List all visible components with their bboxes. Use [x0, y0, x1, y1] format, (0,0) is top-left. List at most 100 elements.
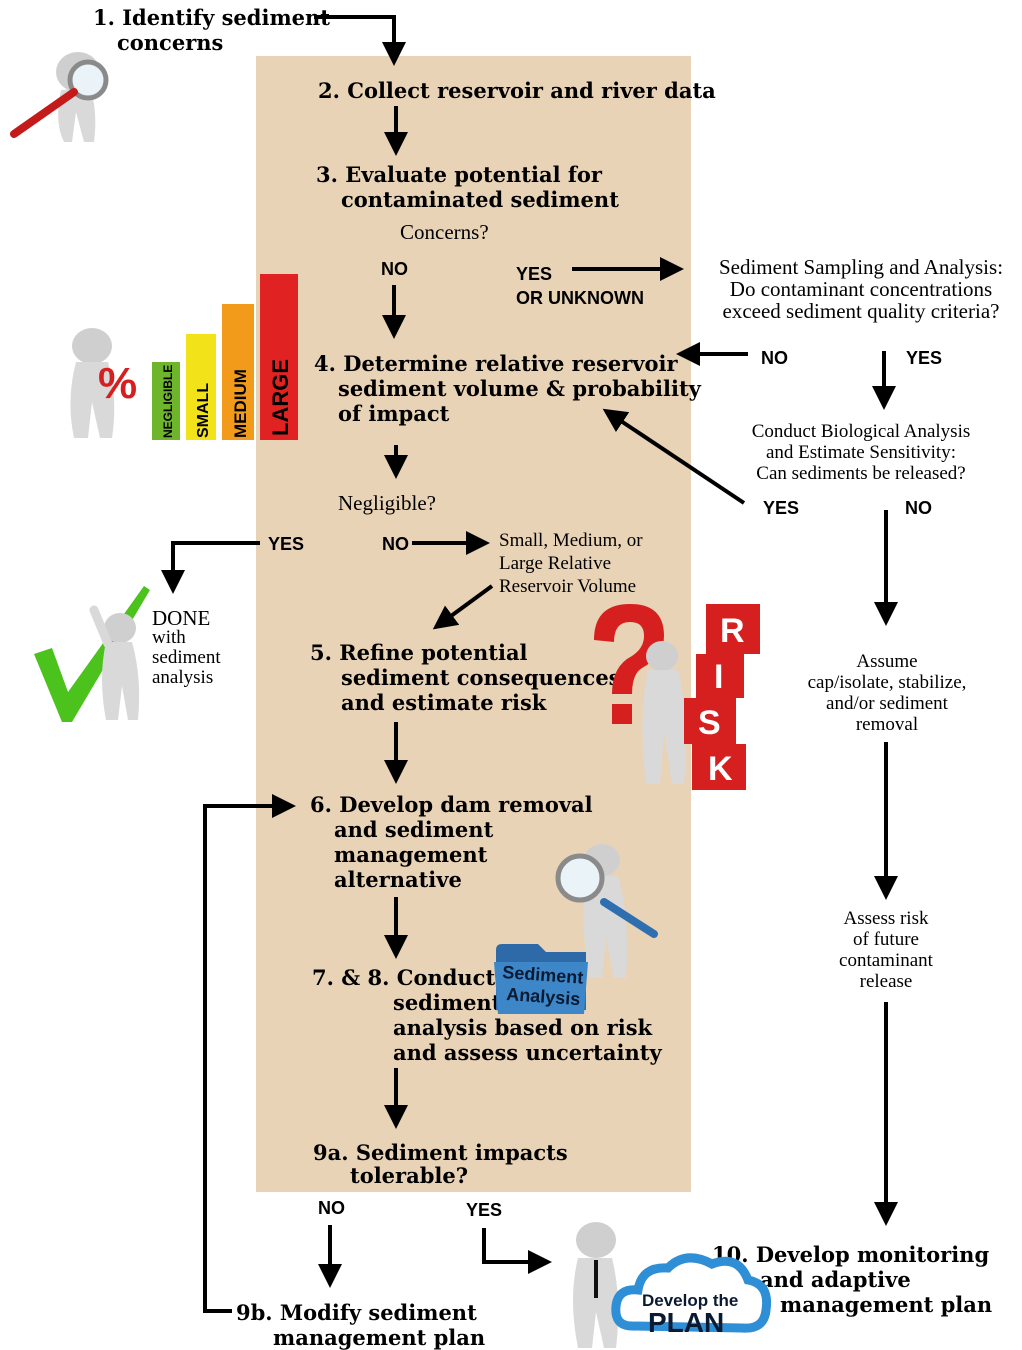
assume-cap-isolate: Assume cap/isolate, stabilize, and/or se…	[776, 651, 998, 735]
bio-line-3: Can sediments be released?	[756, 463, 966, 484]
biological-analysis-question: Conduct Biological Analysis and Estimate…	[722, 421, 1000, 484]
step-9b-line-2: management plan	[273, 1325, 486, 1350]
yes-label: YES	[516, 264, 553, 284]
done-line-3: sediment	[152, 647, 221, 668]
step-4-line-2: sediment volume & probability	[338, 376, 701, 401]
decision-yes-sampling: YES	[906, 348, 943, 368]
assess-line-3: contaminant	[839, 950, 933, 971]
assess-line-1: Assess risk	[843, 908, 929, 929]
decision-no-sampling: NO	[761, 348, 788, 368]
done-line-1: DONE	[152, 606, 211, 630]
bar-label-medium: MEDIUM	[231, 369, 250, 438]
done-line-4: analysis	[152, 667, 214, 688]
bio-line-1: Conduct Biological Analysis	[751, 421, 971, 442]
risk-letter-s: S	[698, 704, 721, 742]
step-78-line-4: and assess uncertainty	[393, 1040, 662, 1065]
done-with-analysis: DONE with sediment analysis	[152, 608, 221, 688]
arrow-volume-to-5	[432, 584, 494, 630]
risk-letter-r: R	[720, 612, 745, 650]
arrow-9b-loop-to-6	[203, 794, 296, 1313]
step-9a-line-2: tolerable?	[350, 1163, 469, 1188]
step-5-line-2: sediment consequences	[341, 665, 621, 690]
arrow-9a-yes-to-10	[482, 1228, 552, 1274]
done-line-2: with	[152, 627, 186, 648]
relative-volume-note: Small, Medium, or Large Relative Reservo…	[499, 529, 643, 598]
decision-no-concerns: NO	[381, 259, 408, 279]
step-5-refine: 5. Refine potential sediment consequence…	[310, 640, 621, 715]
sediment-analysis-folder-icon: Sediment Analysis	[494, 844, 658, 1014]
bar-label-negligible: NEGLIGIBLE	[161, 365, 175, 438]
relative-volume-bars-icon: % NEGLIGIBLE SMALL MEDIUM LARGE	[70, 274, 298, 440]
step-9b-line-1: 9b. Modify sediment	[236, 1300, 477, 1325]
step-9a-tolerable: 9a. Sediment impacts tolerable?	[313, 1141, 568, 1187]
sampling-line-3: exceed sediment quality criteria?	[722, 299, 1000, 323]
step-3-line-2: contaminated sediment	[341, 187, 619, 212]
risk-letter-k: K	[708, 750, 733, 788]
assume-line-2: cap/isolate, stabilize,	[807, 672, 967, 693]
decision-no-negligible: NO	[382, 534, 409, 554]
volume-line-2: Large Relative	[499, 553, 612, 574]
volume-line-3: Reservoir Volume	[499, 576, 637, 597]
percent-sign: %	[98, 359, 137, 408]
sampling-line-1: Sediment Sampling and Analysis:	[718, 255, 1004, 279]
step-10-line-1: 10. Develop monitoring	[712, 1242, 990, 1267]
volume-line-1: Small, Medium, or	[499, 530, 643, 551]
risk-question-icon: R I S K	[594, 604, 760, 790]
arrow-negligible-yes-to-done	[161, 541, 260, 594]
step-2-line-1: 2. Collect reservoir and river data	[318, 78, 716, 103]
step-4-determine: 4. Determine relative reservoir sediment…	[314, 351, 701, 426]
step-5-line-1: 5. Refine potential	[310, 640, 528, 665]
assess-line-2: of future	[853, 929, 919, 950]
step-10-monitoring: 10. Develop monitoring and adaptive mana…	[712, 1242, 992, 1317]
step-78-line-3: analysis based on risk	[393, 1015, 653, 1040]
question-concerns: Concerns?	[400, 220, 489, 244]
step-1-line-2: concerns	[117, 30, 224, 55]
step-4-line-1: 4. Determine relative reservoir	[314, 351, 678, 376]
assume-line-4: removal	[855, 714, 919, 735]
step-6-line-3: management	[334, 842, 488, 867]
assess-risk-contaminant: Assess risk of future contaminant releas…	[796, 908, 976, 992]
bar-label-small: SMALL	[195, 383, 212, 438]
step-1-line-1: 1. Identify sediment	[93, 5, 330, 30]
step-9a-line-1: 9a. Sediment impacts	[313, 1140, 568, 1165]
step-9b-modify: 9b. Modify sediment management plan	[236, 1300, 485, 1350]
decision-yes-negligible: YES	[268, 534, 305, 554]
cloud-label-plan: PLAN	[648, 1307, 724, 1338]
or-unknown-label: OR UNKNOWN	[516, 288, 644, 308]
step-6-develop-alternative: 6. Develop dam removal and sediment mana…	[310, 792, 593, 892]
step-6-line-1: 6. Develop dam removal	[310, 792, 593, 817]
arrow-bio-yes-to-4	[602, 408, 746, 505]
bar-label-large: LARGE	[268, 359, 293, 436]
question-negligible: Negligible?	[338, 491, 436, 515]
decision-yes-tolerable: YES	[466, 1200, 503, 1220]
step-1-identify: 1. Identify sediment concerns	[93, 5, 330, 55]
assume-line-3: and/or sediment	[826, 693, 948, 714]
step-5-line-3: and estimate risk	[341, 690, 547, 715]
sediment-sampling-question: Sediment Sampling and Analysis: Do conta…	[700, 256, 1022, 322]
bio-line-2: and Estimate Sensitivity:	[766, 442, 956, 463]
step-2-collect: 2. Collect reservoir and river data	[318, 78, 716, 103]
step-6-line-2: and sediment	[334, 817, 494, 842]
magnifier-person-icon	[10, 52, 109, 142]
assess-line-4: release	[859, 971, 913, 992]
decision-no-tolerable: NO	[318, 1198, 345, 1218]
step-78-line-1: 7. & 8. Conduct	[312, 965, 496, 990]
checkmark-done-icon	[34, 586, 150, 722]
step-10-line-3: management plan	[780, 1292, 993, 1317]
step-78-line-2: sediment	[393, 990, 502, 1015]
decision-yes-or-unknown: YES OR UNKNOWN	[516, 261, 644, 308]
arrow-1-to-2	[314, 15, 406, 66]
step-3-evaluate: 3. Evaluate potential for contaminated s…	[316, 162, 619, 212]
assume-line-1: Assume	[856, 651, 918, 672]
step-4-line-3: of impact	[338, 401, 450, 426]
develop-plan-cloud-icon: Develop the PLAN	[573, 1222, 772, 1348]
decision-no-bio: NO	[905, 498, 932, 518]
step-10-line-2: and adaptive	[760, 1267, 911, 1292]
decision-yes-bio: YES	[763, 498, 800, 518]
step-6-line-4: alternative	[334, 867, 462, 892]
sampling-line-2: Do contaminant concentrations	[729, 277, 993, 301]
risk-letter-i: I	[714, 658, 723, 696]
step-3-line-1: 3. Evaluate potential for	[316, 162, 602, 187]
